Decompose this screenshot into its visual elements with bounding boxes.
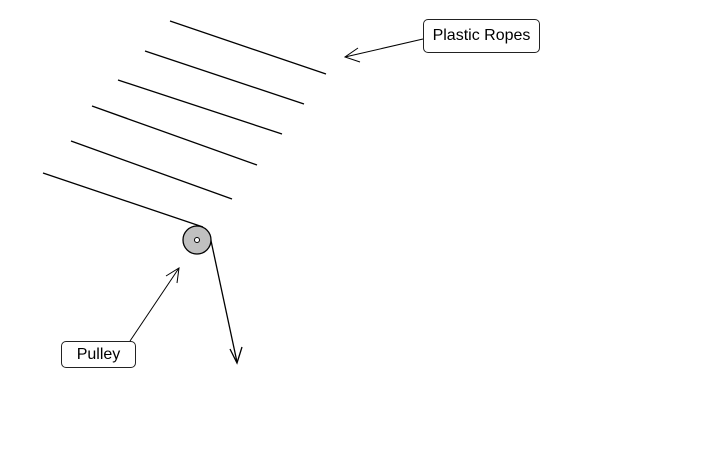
pulley-axle [194, 237, 200, 243]
ropes-callout-arrowhead [343, 47, 361, 63]
rope-line-2 [144, 50, 305, 105]
rope-line-5 [70, 140, 233, 200]
pulley-callout-arrow [129, 267, 180, 342]
rope-line-6 [42, 172, 204, 228]
hanging-rope [209, 235, 243, 365]
pulley-callout-arrowhead [165, 267, 180, 284]
hanging-rope-arrowhead [229, 346, 243, 365]
pulley-callout-line [129, 267, 180, 342]
ropes-callout-arrow [343, 38, 424, 63]
plastic-ropes-label: Plastic Ropes [423, 19, 540, 53]
pulley [182, 225, 212, 255]
rope-line-4 [91, 105, 258, 166]
pulley-label: Pulley [61, 341, 136, 368]
hanging-rope-line [209, 235, 238, 363]
ropes-callout-line [344, 38, 424, 58]
rope-line-3 [117, 79, 283, 135]
rope-line-1 [169, 20, 327, 75]
plastic-ropes [42, 20, 327, 228]
